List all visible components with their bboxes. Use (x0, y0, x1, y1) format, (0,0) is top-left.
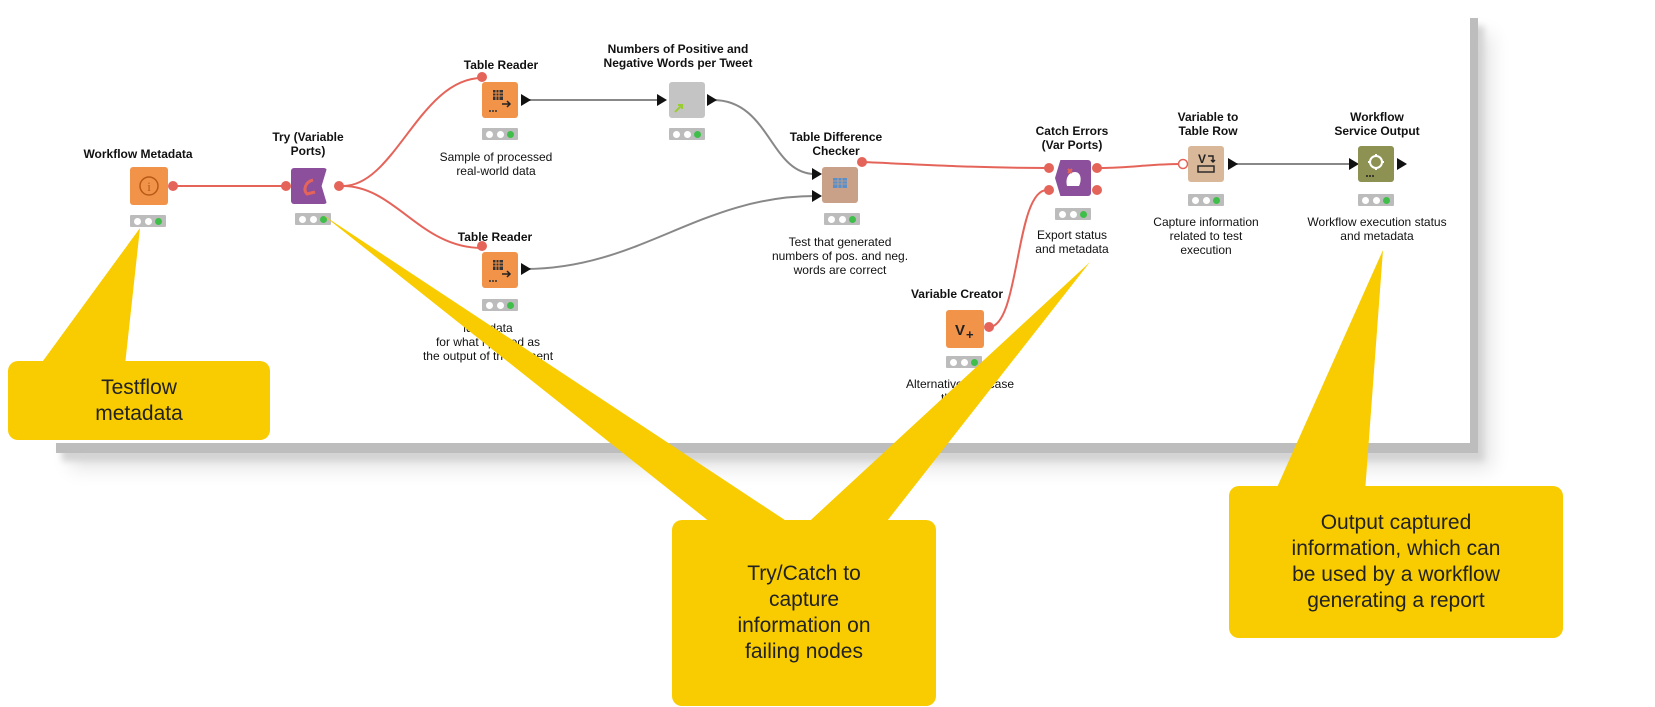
connection-reader2-to-diff[interactable] (524, 195, 816, 270)
svg-text:V: V (1198, 152, 1206, 166)
node-label-service-output: Workflow Service Output (1334, 110, 1420, 138)
connection-try-to-reader2[interactable] (342, 185, 483, 249)
status-traffic-light (482, 128, 518, 140)
node-label-table-reader-2: Table Reader (457, 230, 533, 244)
table-reader-node-2[interactable] (482, 252, 518, 288)
node-annotation-var-to-row: Capture information related to test exec… (1153, 215, 1259, 257)
node-annotation-diff-checker: Test that generated numbers of pos. and … (771, 235, 909, 277)
connection-try-to-reader1[interactable] (342, 77, 483, 187)
component-icon (674, 104, 683, 113)
node-annotation-table-reader-1: Sample of processed real-world data (439, 150, 553, 178)
diff-checker-icon (833, 178, 847, 188)
table-reader-icon (489, 260, 512, 282)
input-port-output[interactable] (1349, 158, 1359, 170)
connection-catch-to-var2row[interactable] (1098, 163, 1181, 169)
info-icon: i (139, 176, 159, 196)
callout-try-catch: Try/Catch to capture information on fail… (672, 520, 936, 706)
status-traffic-light (1188, 194, 1224, 206)
input-port-diff-top[interactable] (812, 168, 822, 180)
variable-creator-icon: V+ (955, 322, 974, 342)
status-traffic-light (130, 215, 166, 227)
callout-pointer-testflow (40, 228, 140, 365)
catch-icon (1066, 168, 1081, 186)
table-reader-node-1[interactable] (482, 82, 518, 118)
workflow-canvas[interactable] (48, 8, 1470, 443)
node-label-table-reader-1: Table Reader (463, 58, 539, 72)
svg-text:+: + (966, 327, 974, 342)
node-label-numbers: Numbers of Positive and Negative Words p… (603, 42, 753, 70)
status-traffic-light (946, 356, 982, 368)
input-port-numbers[interactable] (657, 94, 667, 106)
connection-varcreator-to-catch[interactable] (988, 189, 1048, 328)
status-traffic-light (1055, 208, 1091, 220)
node-label-variable-creator: Variable Creator (910, 287, 1004, 301)
node-label-workflow-metadata: Workflow Metadata (83, 147, 193, 161)
connection-numbers-to-diff[interactable] (712, 99, 816, 175)
svg-text:V: V (955, 322, 965, 339)
status-traffic-light (824, 213, 860, 225)
node-label-var-to-row: Variable to Table Row (1177, 110, 1239, 138)
input-port-diff-bottom[interactable] (812, 190, 822, 202)
callout-pointer-output (1275, 250, 1383, 492)
try-icon (303, 178, 316, 196)
workflow-metadata-node[interactable]: i (130, 167, 168, 205)
callout-pointer-catch (800, 262, 1090, 530)
node-annotation-catch-errors: Export status and metadata (1035, 228, 1109, 256)
table-difference-checker-node[interactable] (822, 167, 858, 203)
node-label-diff-checker: Table Difference Checker (789, 130, 883, 158)
status-traffic-light (295, 213, 331, 225)
status-traffic-light (1358, 194, 1394, 206)
node-label-try: Try (Variable Ports) (272, 130, 344, 158)
variable-creator-node[interactable]: V+ (946, 310, 984, 348)
service-output-icon (1366, 154, 1384, 177)
numbers-component-node[interactable] (669, 82, 705, 118)
callout-pointer-try (323, 215, 800, 530)
node-label-catch-errors: Catch Errors (Var Ports) (1035, 124, 1109, 152)
variable-to-table-row-node[interactable]: V (1188, 146, 1224, 182)
try-variable-ports-node[interactable] (291, 168, 327, 204)
catch-errors-node[interactable] (1055, 160, 1091, 196)
node-annotation-service-output: Workflow execution status and metadata (1307, 215, 1447, 243)
var-to-row-icon: V (1197, 152, 1216, 173)
callout-output-captured: Output captured information, which can b… (1229, 486, 1563, 638)
connection-diff-to-catch[interactable] (862, 161, 1048, 169)
svg-text:i: i (147, 179, 151, 194)
callout-testflow-metadata: Testflow metadata (8, 361, 270, 440)
workflow-service-output-node[interactable] (1358, 146, 1394, 182)
table-reader-icon (489, 90, 512, 112)
status-traffic-light (482, 299, 518, 311)
status-traffic-light (669, 128, 705, 140)
